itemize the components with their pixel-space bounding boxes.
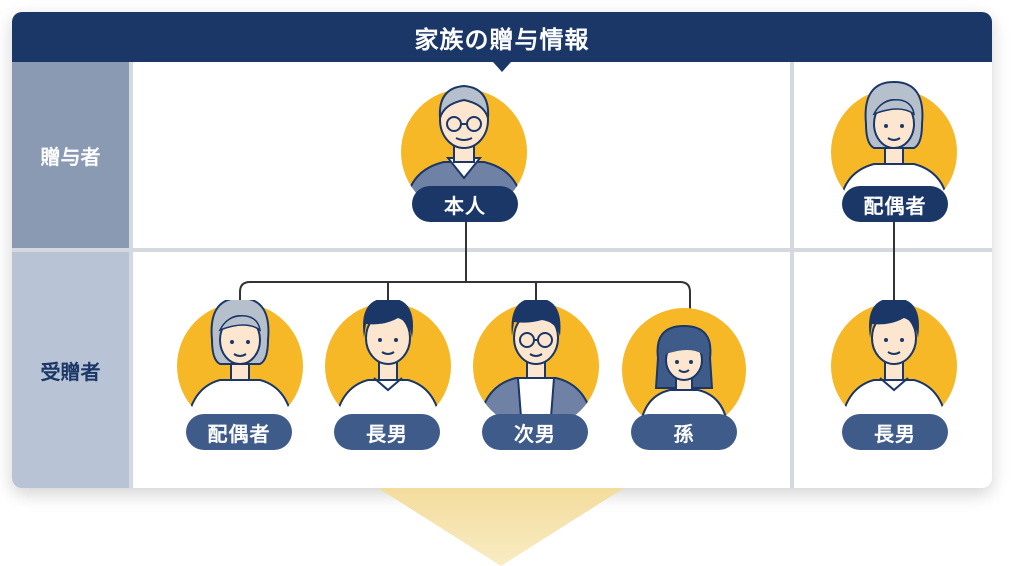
spouse-receiver-avatar-icon xyxy=(177,300,303,429)
spouse-giver-avatar-icon xyxy=(831,80,957,204)
row-divider xyxy=(12,248,992,252)
column-divider-right xyxy=(790,62,794,488)
row-label-receiver: 受贈者 xyxy=(12,252,129,488)
self-avatar-icon xyxy=(401,84,527,204)
badge-grandchild: 孫 xyxy=(631,414,737,450)
grandchild-avatar-icon xyxy=(622,308,746,428)
header-pointer xyxy=(493,62,511,72)
badge-eldest-son: 長男 xyxy=(334,414,440,450)
page-title: 家族の贈与情報 xyxy=(12,12,992,62)
badge-self: 本人 xyxy=(412,186,518,222)
eldest-son-right-avatar-icon xyxy=(831,300,957,429)
eldest-son-avatar-icon xyxy=(325,300,451,429)
badge-eldest-son-right: 長男 xyxy=(842,414,948,450)
second-son-avatar-icon xyxy=(473,300,599,429)
badge-spouse-giver: 配偶者 xyxy=(842,186,948,222)
row-label-giver: 贈与者 xyxy=(12,62,129,248)
column-divider-left xyxy=(129,62,133,488)
badge-spouse-receiver: 配偶者 xyxy=(186,414,292,450)
badge-second-son: 次男 xyxy=(482,414,588,450)
